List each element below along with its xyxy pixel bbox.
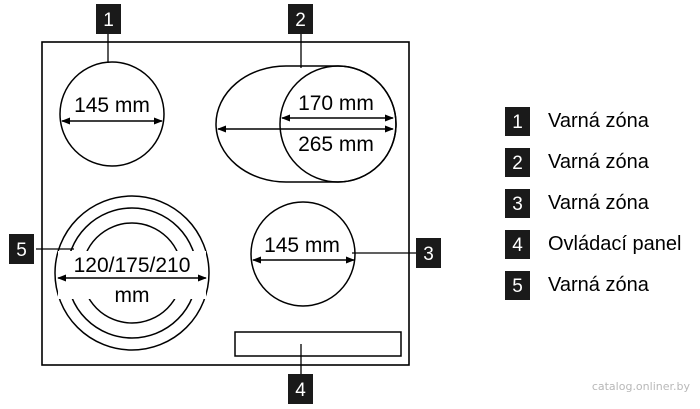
control-panel bbox=[234, 331, 402, 357]
legend-label: Varná zóna bbox=[548, 192, 650, 214]
callout-badge-2: 2 bbox=[288, 4, 313, 34]
svg-text:2: 2 bbox=[295, 10, 306, 31]
zone-5-dimension-label-line1: 120/175/210 bbox=[74, 254, 191, 277]
svg-text:4: 4 bbox=[295, 380, 306, 401]
leader-lines bbox=[36, 34, 416, 374]
callout-badge-5: 5 bbox=[9, 234, 34, 264]
legend-item-3: 3 Varná zóna bbox=[505, 189, 650, 218]
zone-2-outer-dimension-label: 265 mm bbox=[298, 133, 374, 156]
cooking-zone-2: 170 mm 265 mm bbox=[215, 65, 397, 183]
cooktop-outline bbox=[41, 41, 410, 366]
legend-label: Varná zóna bbox=[548, 110, 650, 132]
legend-number: 5 bbox=[512, 276, 523, 297]
legend-number: 1 bbox=[512, 112, 523, 133]
legend-number: 2 bbox=[512, 153, 523, 174]
callout-badge-1: 1 bbox=[96, 4, 121, 34]
legend-item-2: 2 Varná zóna bbox=[505, 148, 650, 177]
legend-label: Varná zóna bbox=[548, 274, 650, 296]
callout-badge-4: 4 bbox=[288, 374, 313, 404]
legend-number: 4 bbox=[512, 235, 523, 256]
legend-label: Varná zóna bbox=[548, 151, 650, 173]
legend-number: 3 bbox=[512, 194, 523, 215]
cooking-zone-5: 120/175/210 mm bbox=[54, 195, 210, 351]
legend-item-5: 5 Varná zóna bbox=[505, 271, 650, 300]
cooking-zone-1: 145 mm bbox=[59, 61, 165, 167]
zone-2-inner-dimension-label: 170 mm bbox=[298, 92, 374, 115]
legend-item-1: 1 Varná zóna bbox=[505, 107, 650, 136]
legend-item-4: 4 Ovládací panel bbox=[505, 230, 681, 259]
zone-5-dimension-label-line2: mm bbox=[115, 284, 150, 307]
svg-text:1: 1 bbox=[103, 10, 114, 31]
callout-badge-3: 3 bbox=[416, 238, 441, 268]
watermark-text: catalog.onliner.by bbox=[592, 380, 691, 393]
zone-3-dimension-label: 145 mm bbox=[264, 234, 340, 257]
svg-text:3: 3 bbox=[423, 244, 434, 265]
legend-label: Ovládací panel bbox=[548, 233, 681, 255]
legend: 1 Varná zóna 2 Varná zóna 3 Varná zóna 4… bbox=[505, 107, 681, 300]
zone-1-dimension-label: 145 mm bbox=[74, 94, 150, 117]
svg-text:5: 5 bbox=[16, 240, 27, 261]
cooking-zone-3: 145 mm bbox=[250, 201, 356, 307]
